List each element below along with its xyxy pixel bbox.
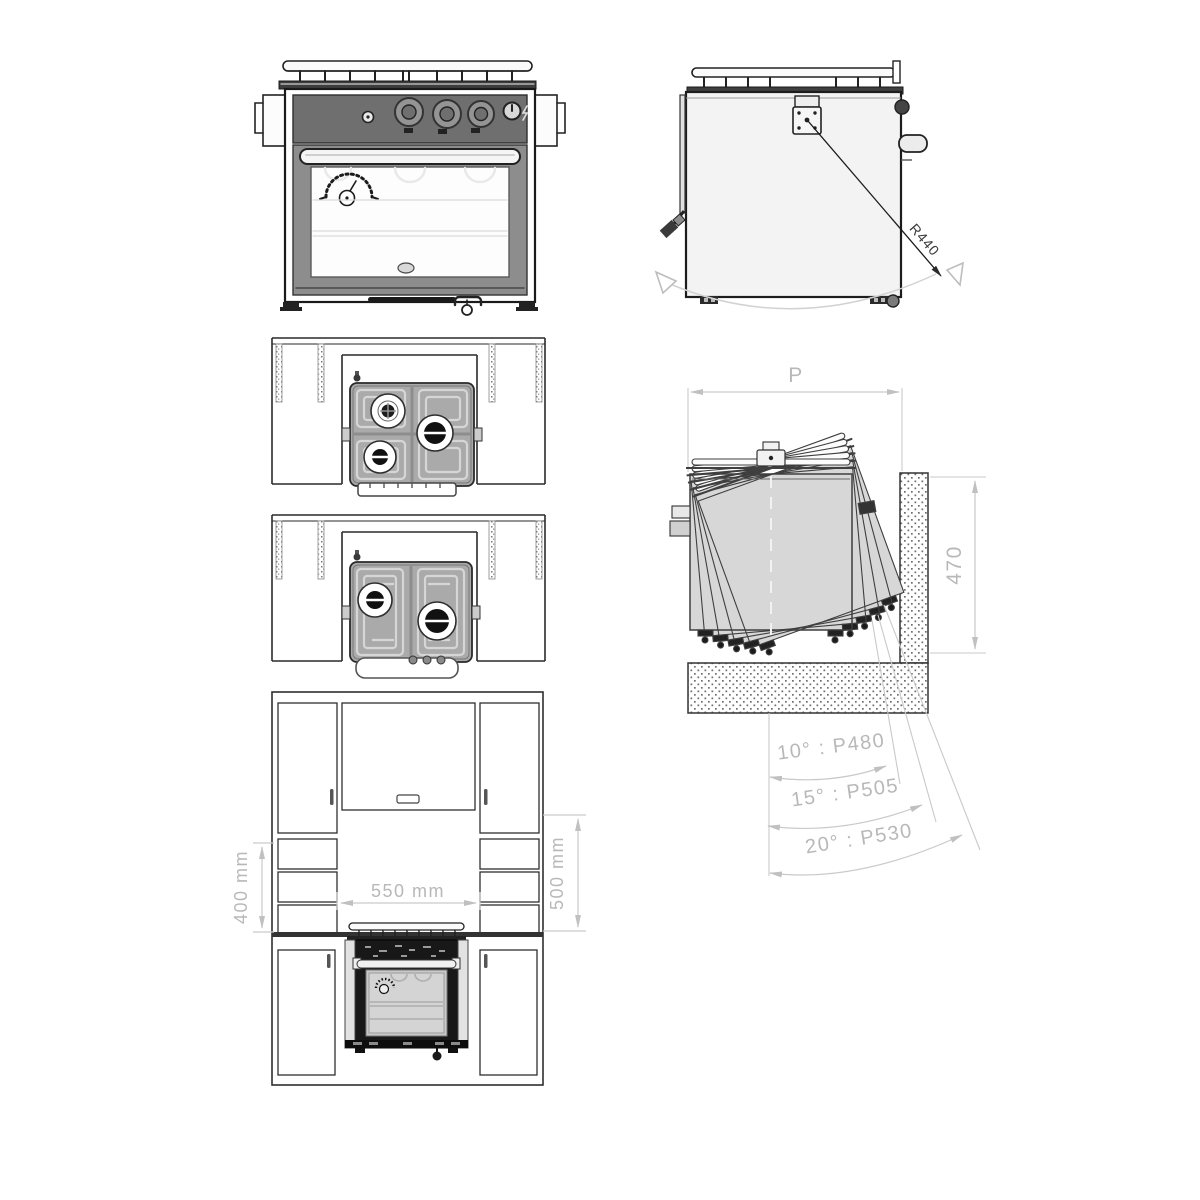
flap-handle — [396, 794, 420, 804]
kick-strip — [368, 295, 483, 316]
door-handle — [327, 954, 331, 968]
depth-dimension: P — [687, 364, 903, 472]
pivot-bracket — [756, 441, 786, 467]
tilt-extension-lines — [871, 604, 981, 851]
depth-label: P — [788, 364, 804, 387]
right-clearance-label: 500 mm — [547, 836, 567, 910]
left-clearance-dimension: 400 mm — [231, 842, 274, 933]
wall-hatch-strips — [275, 520, 543, 580]
side-view: R440 — [654, 60, 964, 310]
side-clip-left — [341, 605, 351, 620]
installation-elevation-view: 550 mm 400 mm 500 mm — [231, 691, 586, 1086]
timer-knob — [502, 101, 522, 121]
front-handle-bar — [355, 655, 459, 679]
stove-swing-silhouettes — [690, 445, 904, 648]
side-feet — [700, 294, 900, 308]
wall-hatch-strips — [275, 343, 543, 403]
burner-right — [416, 414, 454, 452]
counter-outline — [271, 337, 546, 485]
gas-connection — [659, 94, 686, 239]
pan-rail — [278, 60, 537, 90]
door-latch — [461, 304, 473, 316]
swing-radius-label: R440 — [906, 220, 943, 259]
burner-bottom-left — [363, 440, 397, 474]
side-knob — [894, 99, 910, 115]
burner-left — [357, 582, 393, 618]
height-label: 470 — [943, 545, 966, 585]
oven-handle — [299, 148, 521, 165]
cooktop-2-burner — [341, 550, 481, 679]
tilt-10-dimension: 10° : P480 — [769, 730, 887, 782]
burner-top-left — [370, 393, 406, 429]
right-clearance-dimension: 500 mm — [543, 814, 586, 932]
latch-knob — [432, 1051, 442, 1061]
oven-glass — [310, 166, 510, 278]
oven-knob — [467, 100, 495, 133]
brand-logo — [397, 262, 415, 274]
burner-knob — [394, 97, 424, 133]
pan-rail-side — [686, 60, 904, 95]
front-view — [254, 60, 566, 316]
side-clip-right — [473, 427, 483, 442]
swing-arc — [654, 261, 964, 310]
gimbal-bracket — [792, 95, 822, 135]
control-panel — [292, 94, 529, 144]
counter-outline — [271, 514, 546, 662]
mounting-flange-right — [534, 94, 566, 147]
compartment-wall — [899, 472, 929, 664]
door-handle — [484, 954, 488, 968]
lower-cabinets — [277, 949, 538, 1076]
front-trim — [357, 482, 457, 497]
left-clearance-label: 400 mm — [231, 850, 251, 924]
burner-knob — [432, 99, 462, 134]
side-clip-left — [341, 427, 351, 442]
cutout-width-dimension: 550 mm — [336, 881, 481, 910]
feet — [280, 302, 538, 311]
igniter — [353, 371, 361, 382]
burner-right — [417, 601, 457, 641]
gimbal-swing-view: P — [669, 364, 986, 878]
side-handle — [898, 134, 928, 153]
tilt-15-dimension: 15° : P505 — [767, 775, 923, 831]
oven-door — [292, 144, 528, 296]
tilt-20-label: 20° : P530 — [804, 820, 915, 859]
height-dimension: 470 — [930, 476, 986, 654]
compartment-floor — [687, 662, 929, 714]
top-view-2-burner — [271, 514, 546, 679]
thermometer-gauge — [319, 172, 379, 207]
door-handle — [484, 789, 488, 805]
upper-cabinets — [277, 702, 540, 834]
tilt-10-label: 10° : P480 — [776, 730, 886, 765]
mounting-flange-left — [254, 94, 286, 147]
installed-stove — [344, 922, 469, 1061]
cooktop-3-burner — [341, 371, 483, 497]
cutout-width-label: 550 mm — [371, 881, 445, 901]
spark-icon — [521, 105, 529, 121]
door-handle — [330, 789, 334, 805]
side-clip-right — [471, 605, 481, 620]
igniter — [353, 550, 361, 561]
top-view-3-burner — [271, 337, 546, 497]
